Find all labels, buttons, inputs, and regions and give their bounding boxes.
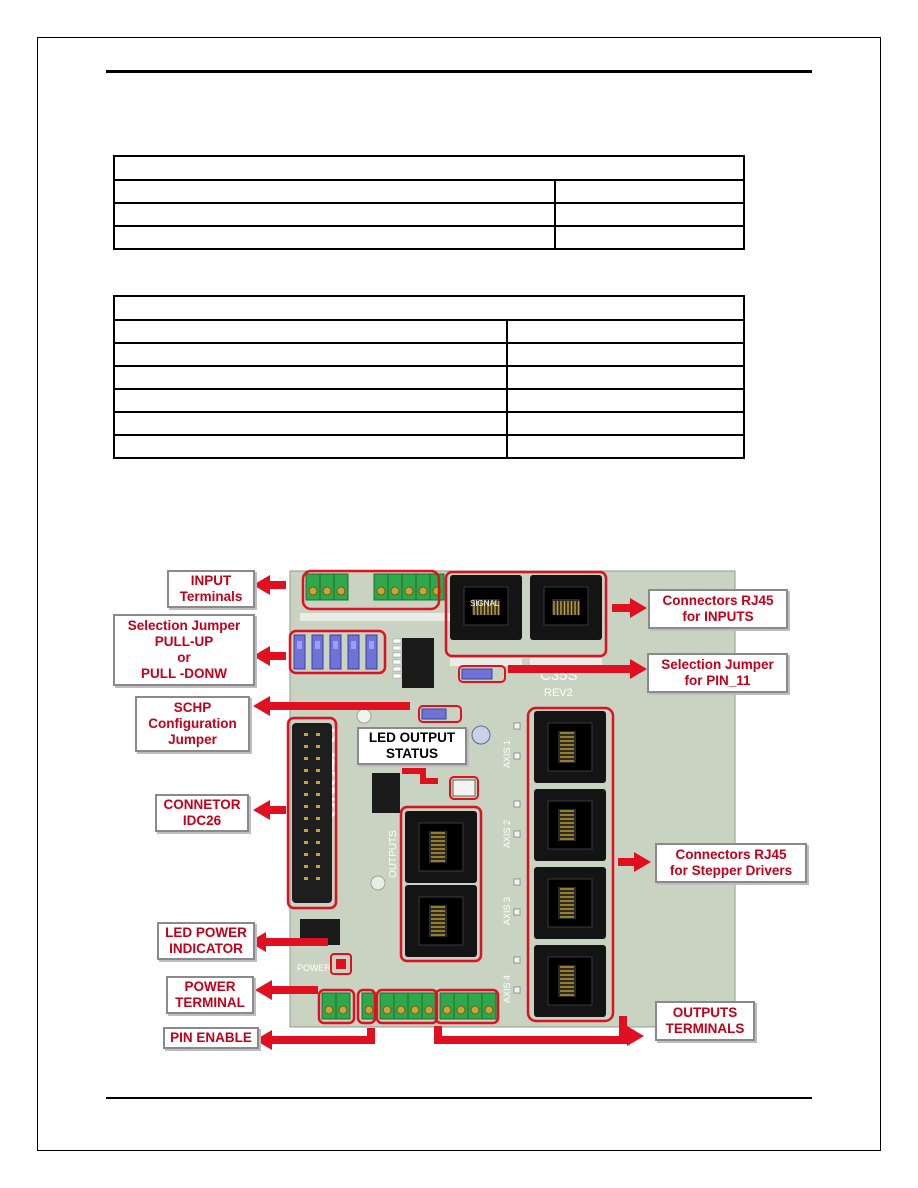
table-cell <box>506 342 745 367</box>
callout-led-power: LED POWER INDICATOR <box>157 922 255 960</box>
table-row <box>113 202 745 227</box>
table-cell <box>554 225 745 250</box>
callout-pull-selection-jumper: Selection Jumper PULL-UP or PULL -DONW <box>113 614 255 686</box>
callout-connector-idc26: CONNETOR IDC26 <box>155 794 249 832</box>
table-row <box>113 365 745 390</box>
table-row <box>113 411 745 436</box>
table-header-row <box>113 155 745 181</box>
page-frame <box>37 37 881 1151</box>
callout-rj45-stepper: Connectors RJ45 for Stepper Drivers <box>655 843 807 883</box>
axis-label-4: AXIS 4 <box>502 975 512 1003</box>
table-cell <box>506 319 745 344</box>
table-cell <box>506 411 745 436</box>
callout-pin11-jumper: Selection Jumper for PIN_11 <box>647 653 788 693</box>
table-header-cell <box>113 295 745 321</box>
callout-pin-enable: PIN ENABLE <box>163 1027 259 1049</box>
board-illustration: C35S REV2 CNC4PC SIGNAL POWER OUTPUTS <box>249 569 736 1050</box>
table-cell <box>506 365 745 390</box>
board-outputs-label: OUTPUTS <box>388 830 399 878</box>
table-cell <box>554 179 745 204</box>
axis-label-3: AXIS 3 <box>502 897 512 925</box>
axis-label-2: AXIS 2 <box>502 820 512 848</box>
table-cell <box>113 179 556 204</box>
table-row <box>113 388 745 413</box>
table-cell <box>113 342 508 367</box>
table-cell <box>506 388 745 413</box>
callout-schp-jumper: SCHP Configuration Jumper <box>135 696 250 752</box>
callout-led-output-status: LED OUTPUT STATUS <box>357 727 467 765</box>
spec-table-1 <box>113 155 745 250</box>
table-header-row <box>113 295 745 321</box>
table-cell <box>113 365 508 390</box>
table-cell <box>113 319 508 344</box>
table-row <box>113 434 745 459</box>
table-cell <box>113 225 556 250</box>
table-cell <box>113 411 508 436</box>
callout-power-terminal: POWER TERMINAL <box>166 976 254 1014</box>
board-figure: C35S REV2 CNC4PC SIGNAL POWER OUTPUTS <box>110 563 810 1058</box>
board-signal-label: SIGNAL <box>470 599 500 608</box>
footer-rule <box>106 1097 812 1099</box>
axis-label-1: AXIS 1 <box>502 740 512 768</box>
callout-rj45-inputs: Connectors RJ45 for INPUTS <box>648 589 788 629</box>
table-cell <box>113 434 508 459</box>
table-cell <box>113 388 508 413</box>
table-row <box>113 179 745 204</box>
table-cell <box>113 202 556 227</box>
table-row <box>113 342 745 367</box>
table-row <box>113 225 745 250</box>
board-rev-label: REV2 <box>544 687 573 699</box>
table-cell <box>506 434 745 459</box>
callout-outputs-terminals: OUTPUTS TERMINALS <box>655 1001 755 1041</box>
callout-input-terminals: INPUT Terminals <box>167 570 255 608</box>
board-power-label: POWER <box>297 963 332 973</box>
table-row <box>113 319 745 344</box>
spec-table-2 <box>113 295 745 459</box>
table-cell <box>554 202 745 227</box>
table-header-cell <box>113 155 745 181</box>
header-rule <box>106 70 812 73</box>
